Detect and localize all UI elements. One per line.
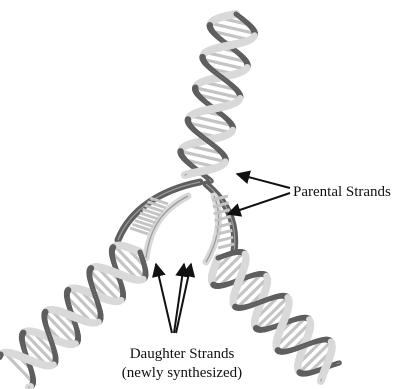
label-newly-synthesized: (newly synthesized)	[122, 365, 242, 381]
backbone-strand-b-edge	[185, 174, 187, 175]
backbone-strand-a-edge	[337, 363, 339, 364]
arrow-daughter-1	[156, 264, 172, 333]
parental-helix	[181, 14, 255, 181]
backbone-strand-b-edge	[321, 379, 322, 381]
arrow-parental-1	[237, 174, 290, 188]
arrow-parental-2	[228, 193, 290, 214]
label-daughter-strands: Daughter Strands	[130, 346, 235, 362]
label-parental-strands: Parental Strands	[293, 184, 391, 200]
